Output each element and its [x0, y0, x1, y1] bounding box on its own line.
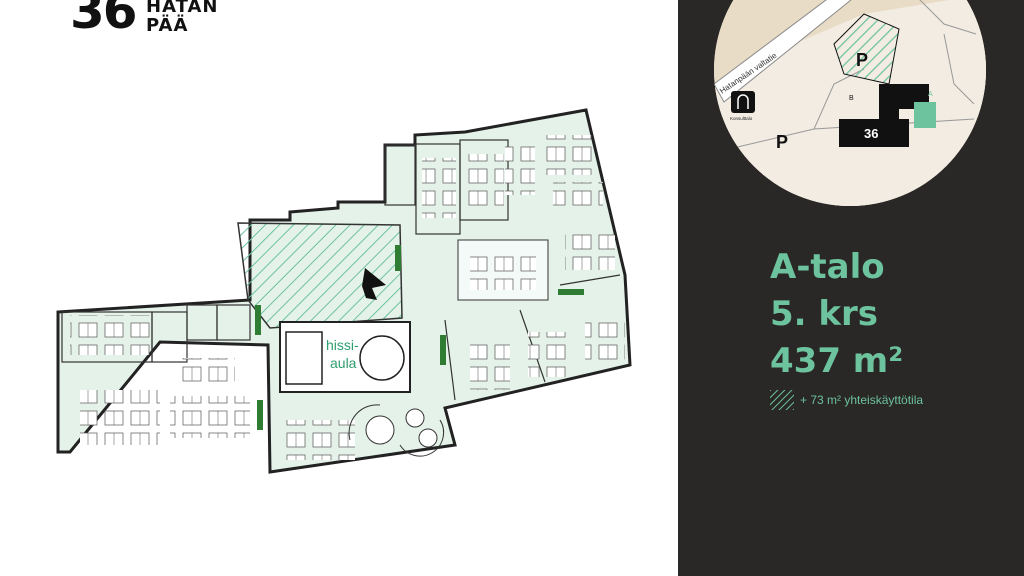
plants	[255, 245, 584, 430]
lobby-label-1: hissi-	[326, 337, 359, 353]
map-building-number: 36	[864, 126, 878, 141]
lounge-furniture	[348, 404, 445, 457]
map-poi-icon	[731, 91, 755, 113]
building-name: A-talo	[770, 247, 885, 287]
shared-space-label: + 73 m² yhteiskäyttötila	[800, 393, 924, 407]
map-building-a: A	[928, 91, 933, 98]
map-parking-2: P	[776, 132, 788, 152]
hatch-swatch-icon	[770, 390, 794, 410]
shared-space-hatch	[237, 222, 403, 329]
left-wing-rooms	[61, 304, 251, 363]
floor-number: 5. krs	[770, 294, 879, 334]
location-map: Hatanpään valtatie P P 36 B A	[714, 0, 986, 206]
logo-word-2: PÄÄ	[146, 15, 189, 36]
map-parking-1: P	[856, 50, 868, 70]
map-buildings	[839, 84, 929, 147]
lobby-label-2: aula	[330, 355, 357, 371]
logo-number: 36	[70, 0, 138, 40]
info-panel: Hatanpään valtatie P P 36 B A	[678, 0, 1024, 576]
map-poi-label: Konsulttalo	[730, 116, 753, 121]
map-hatched-lot	[833, 13, 900, 85]
map-drawing: Hatanpään valtatie P P 36 B A	[714, 0, 986, 206]
floor-plan: hissi- aula	[56, 108, 632, 474]
logo-word-1: HATAN	[146, 0, 219, 17]
floor-area: 437 m²	[770, 341, 904, 381]
shared-space-legend: + 73 m² yhteiskäyttötila	[770, 390, 923, 410]
map-building-b: B	[849, 95, 854, 102]
you-are-here-arrow	[362, 268, 386, 300]
